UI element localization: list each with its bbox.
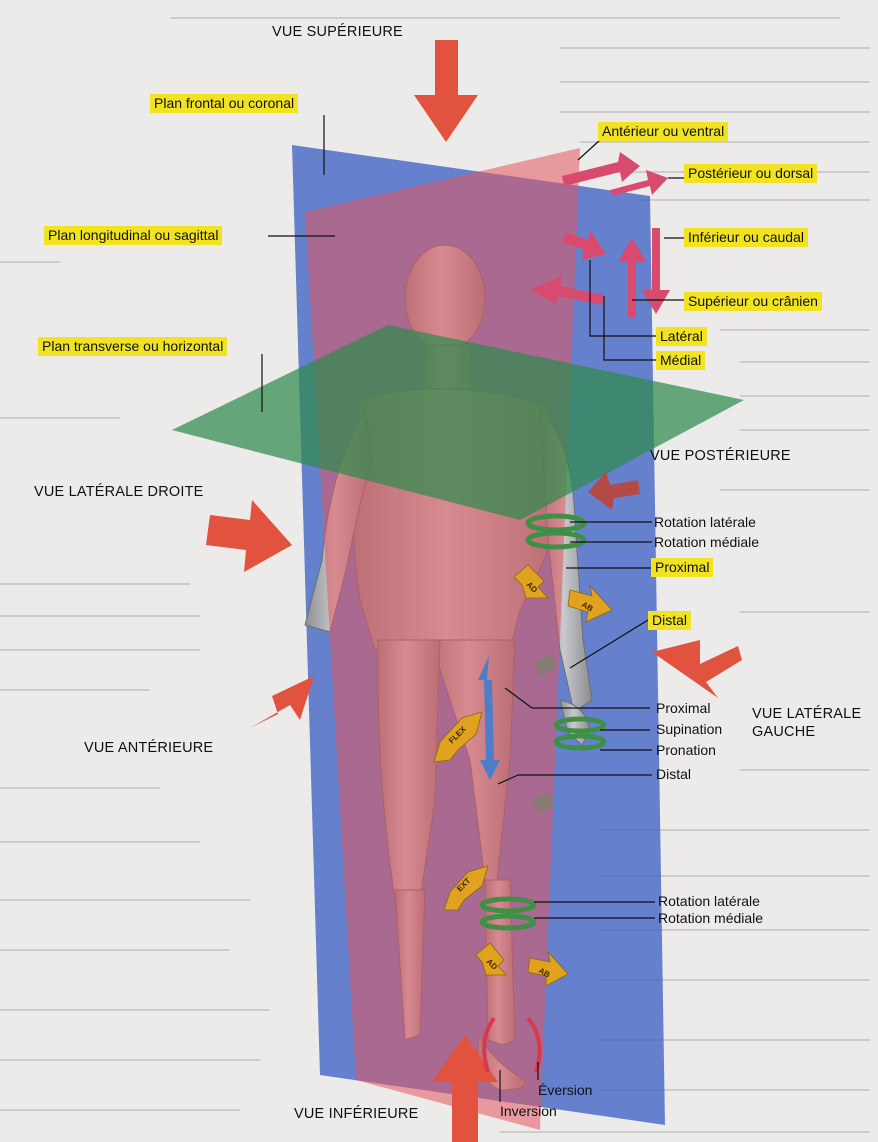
label-rotation-medial-leg: Rotation médiale [658, 910, 763, 927]
label-superior-direction: Supérieur ou crânien [684, 292, 822, 311]
label-supination: Supination [656, 721, 722, 738]
label-right-lateral-view: VUE LATÉRALE DROITE [34, 484, 204, 501]
label-frontal-plane: Plan frontal ou coronal [150, 94, 298, 113]
label-inferior-view: VUE INFÉRIEURE [294, 1106, 418, 1123]
label-medial-direction: Médial [656, 351, 705, 370]
label-sagittal-plane: Plan longitudinal ou sagittal [44, 226, 222, 245]
label-rotation-medial-arm: Rotation médiale [654, 534, 759, 551]
label-proximal-leg: Proximal [656, 700, 710, 717]
arrow-anterior-view [236, 676, 314, 735]
label-left-lateral-view-line1: VUE LATÉRALE [752, 706, 861, 723]
label-left-lateral-view-line2: GAUCHE [752, 724, 815, 741]
label-inversion: Inversion [500, 1103, 557, 1120]
label-distal-leg: Distal [656, 766, 691, 783]
arrow-left-lateral-view [652, 640, 742, 698]
label-transverse-plane: Plan transverse ou horizontal [38, 337, 227, 356]
label-posterior-view: VUE POSTÉRIEURE [650, 448, 791, 465]
label-anterior-view: VUE ANTÉRIEURE [84, 740, 213, 757]
label-superior-view: VUE SUPÉRIEURE [272, 24, 403, 41]
arrow-posterior [610, 170, 668, 196]
arrow-superior-view [414, 40, 478, 142]
label-anterior-direction: Antérieur ou ventral [598, 122, 728, 141]
label-distal-arm: Distal [648, 611, 691, 630]
label-inferior-direction: Inférieur ou caudal [684, 228, 808, 247]
label-posterior-direction: Postérieur ou dorsal [684, 164, 817, 183]
label-eversion: Éversion [538, 1082, 592, 1099]
arrow-right-lateral-view [206, 500, 292, 572]
label-lateral-direction: Latéral [656, 327, 707, 346]
label-rotation-lateral-arm: Rotation latérale [654, 514, 756, 531]
label-rotation-lateral-leg: Rotation latérale [658, 893, 760, 910]
label-proximal-arm: Proximal [651, 558, 713, 577]
label-pronation: Pronation [656, 742, 716, 759]
